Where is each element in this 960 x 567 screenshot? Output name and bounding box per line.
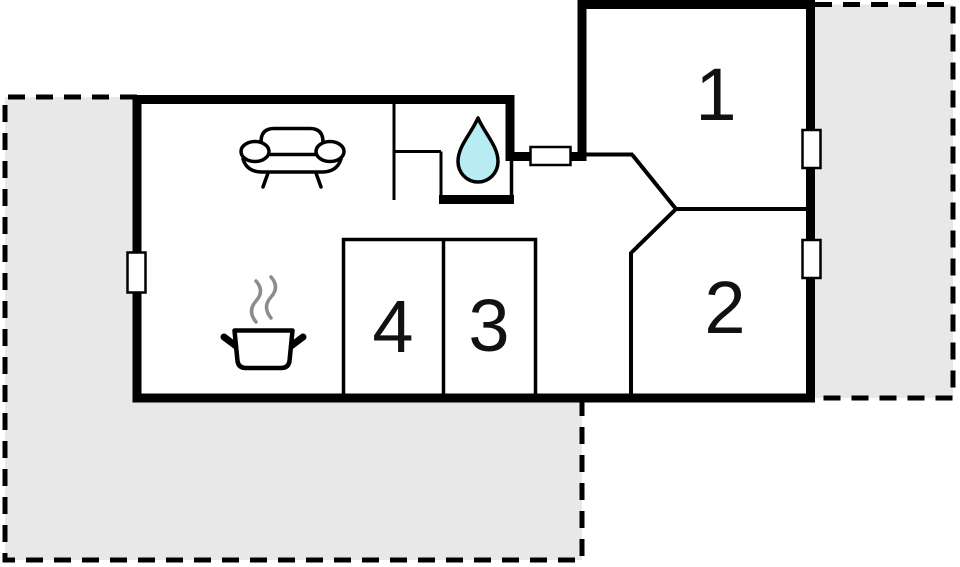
room-2-label: 2 [704,266,746,349]
wall-hall-diagonal-lower [629,207,678,255]
terrace-right [812,2,956,401]
terrace-right-dashed-border [813,2,956,401]
sofa-leg-left [261,171,270,189]
terrace-left-bottom-dashed-border [2,94,585,563]
sofa-leg-right [314,171,323,189]
room-4-label: 4 [372,285,414,368]
sofa-base [241,157,343,174]
window-left-wall [126,251,147,294]
sofa-armrest-right [314,139,346,164]
terrace-left-bottom [2,94,585,563]
terrace-right-fill [812,4,953,398]
water-drop-icon [456,116,500,184]
room-3-label: 3 [468,284,510,367]
wall-hall-diagonal-upper [630,153,678,211]
entrance-door [529,145,572,167]
window-room1-right [801,128,822,170]
openings [126,128,822,294]
interior-walls [341,99,806,398]
cooking-pot-icon [220,275,307,371]
room-1-label: 1 [695,53,737,136]
wall-rooms-3-4-box [341,237,538,398]
terrace-left-bottom-fill [5,97,582,560]
pot-body [232,328,295,371]
steam-icon [249,275,278,324]
sofa-back [259,126,325,159]
sofa-icon [239,126,346,189]
sofa-armrest-left [239,139,271,164]
window-room2-right [801,238,822,280]
